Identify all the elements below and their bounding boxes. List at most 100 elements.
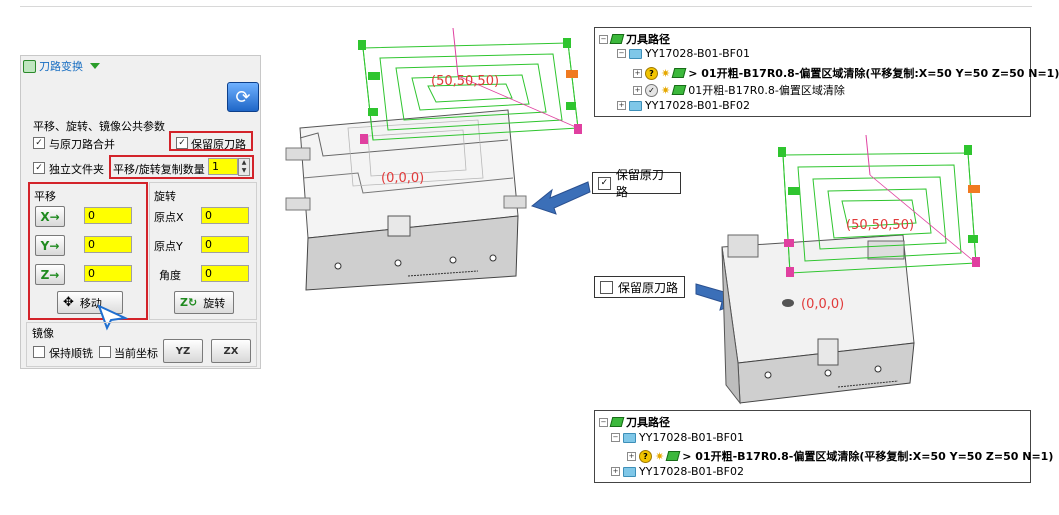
origin-coordinate-label: (0,0,0) (381, 171, 425, 186)
separate-folder-checkbox[interactable]: ✓ (33, 162, 45, 174)
expand-icon[interactable]: + (617, 101, 626, 110)
toolpath-tree-with-original: − 刀具路径 − YY17028-B01-BF01 + ? ✷ > 01开粗-B… (594, 27, 1059, 117)
toolpath-icon (665, 451, 681, 461)
mirror-heading: 镜像 (32, 327, 54, 340)
move-label: 移动 (79, 296, 102, 310)
toolpath-icon (671, 68, 687, 78)
y-arrow-icon: Y→ (40, 238, 60, 253)
folder-label: YY17028-B01-BF01 (639, 431, 744, 444)
checkmark-icon: ✓ (645, 83, 658, 97)
expand-icon[interactable]: + (633, 85, 642, 95)
callout-label: 保留原刀路 (618, 280, 679, 295)
tree-root[interactable]: − 刀具路径 (599, 31, 670, 47)
tree-root-label: 刀具路径 (626, 416, 670, 429)
callout-label: 保留原刀路 (615, 168, 664, 199)
collapse-icon[interactable]: − (599, 34, 608, 44)
origin-x-input[interactable]: 0 (201, 207, 249, 224)
keep-climb-label: 保持顺铣 (49, 347, 93, 360)
tree-item-moved-toolpath[interactable]: + ? ✷ > 01开粗-B17R0.8-偏置区域清除(平移复制:X=50 Y=… (627, 448, 1053, 464)
keep-original-highlight (169, 131, 253, 151)
chevron-down-icon[interactable] (90, 63, 100, 69)
toolpath-label: > 01开粗-B17R0.8-偏置区域清除(平移复制:X=50 Y=50 Z=5… (688, 67, 1059, 80)
panel-title: 刀路变换 (39, 60, 83, 73)
bottom-moved-coordinate-label: (50,50,50) (846, 218, 915, 233)
toolpath-icon (671, 85, 687, 95)
copy-count-label: 平移/旋转复制数量 (113, 163, 205, 176)
tree-folder-bf01[interactable]: − YY17028-B01-BF01 (617, 47, 750, 60)
panel-header[interactable]: 刀路变换 (23, 58, 100, 74)
expand-icon[interactable]: + (633, 68, 642, 78)
top-divider (20, 6, 1032, 7)
tree-item-original-toolpath[interactable]: + ✓ ✷ 01开粗-B17R0.8-偏置区域清除 (633, 82, 845, 98)
mirror-yz-icon: YZ (175, 345, 191, 357)
expand-icon[interactable]: + (611, 467, 620, 476)
tree-folder-bf02[interactable]: + YY17028-B01-BF02 (617, 99, 750, 112)
translate-y-input[interactable]: 0 (84, 236, 132, 253)
question-icon: ? (645, 66, 658, 80)
light-icon: ✷ (655, 449, 665, 463)
folder-icon (629, 48, 642, 59)
current-coord-checkbox[interactable] (99, 346, 111, 358)
mirror-zx-button[interactable]: ZX (211, 339, 251, 363)
copy-count-highlight (109, 155, 254, 179)
tree-folder-bf02[interactable]: + YY17028-B01-BF02 (611, 465, 744, 478)
bottom-origin-coordinate-label: (0,0,0) (801, 297, 845, 312)
folder-label: YY17028-B01-BF01 (645, 47, 750, 60)
origin-y-input[interactable]: 0 (201, 236, 249, 253)
translate-y-button[interactable]: Y→ (35, 235, 65, 256)
move-icon: ✥ (63, 295, 74, 310)
refresh-button[interactable]: ⟳ (227, 82, 259, 112)
part-without-original-toolpath-illustration (721, 134, 980, 405)
expand-icon[interactable]: + (627, 451, 636, 461)
move-button[interactable]: ✥ 移动 (57, 291, 123, 314)
tree-root[interactable]: − 刀具路径 (599, 414, 670, 430)
translate-z-button[interactable]: Z→ (35, 264, 65, 285)
angle-input[interactable]: 0 (201, 265, 249, 282)
translate-z-input[interactable]: 0 (84, 265, 132, 282)
tree-item-moved-toolpath[interactable]: + ? ✷ > 01开粗-B17R0.8-偏置区域清除(平移复制:X=50 Y=… (633, 65, 1059, 81)
translate-x-button[interactable]: X→ (35, 206, 65, 227)
copy-count-spinner[interactable]: ▲▼ (238, 158, 250, 176)
callout-checkbox-checked: ✓ (598, 176, 611, 190)
collapse-icon[interactable]: − (617, 49, 626, 58)
angle-label: 角度 (159, 269, 181, 282)
toolpath-label: 01开粗-B17R0.8-偏置区域清除 (688, 84, 845, 97)
tree-folder-bf01[interactable]: − YY17028-B01-BF01 (611, 431, 744, 444)
collapse-icon[interactable]: − (611, 433, 620, 442)
tree-root-label: 刀具路径 (626, 33, 670, 46)
rotate-button[interactable]: Z↻ 旋转 (174, 291, 234, 314)
mirror-yz-button[interactable]: YZ (163, 339, 203, 363)
refresh-icon: ⟳ (235, 86, 251, 108)
origin-y-label: 原点Y (154, 240, 183, 253)
rotate-label: 旋转 (203, 296, 226, 310)
translate-heading: 平移 (34, 190, 56, 203)
merge-label: 与原刀路合并 (49, 138, 115, 151)
current-coord-label: 当前坐标 (114, 347, 158, 360)
mirror-group (26, 322, 257, 367)
common-params-heading: 平移、旋转、镜像公共参数 (33, 120, 165, 133)
separate-folder-label: 独立文件夹 (49, 163, 104, 176)
light-icon: ✷ (661, 83, 671, 97)
rotate-group (149, 182, 257, 320)
toolpath-transform-panel: 刀路变换 ⟳ 平移、旋转、镜像公共参数 ✓ 与原刀路合并 ✓ 保留原刀路 ✓ 独… (20, 55, 261, 369)
no-keep-original-callout: 保留原刀路 (594, 276, 685, 298)
toolpath-root-icon (609, 34, 625, 44)
transform-icon (23, 59, 36, 73)
translate-highlight (28, 182, 148, 320)
translate-x-input[interactable]: 0 (84, 207, 132, 224)
rotate-icon: Z↻ (180, 296, 198, 309)
rotate-heading: 旋转 (154, 190, 176, 203)
toolpath-tree-without-original: − 刀具路径 − YY17028-B01-BF01 + ? ✷ > 01开粗-B… (594, 410, 1053, 483)
question-icon: ? (639, 449, 652, 463)
folder-icon (623, 466, 636, 477)
keep-climb-checkbox[interactable] (33, 346, 45, 358)
blue-arrow-left-icon (530, 181, 591, 215)
part-with-kept-toolpath-illustration (285, 27, 582, 291)
folder-label: YY17028-B01-BF02 (645, 99, 750, 112)
toolpath-root-icon (609, 417, 625, 427)
keep-original-checkbox[interactable]: ✓ (176, 137, 188, 149)
collapse-icon[interactable]: − (599, 417, 608, 427)
callout-checkbox-unchecked (600, 280, 613, 294)
copy-count-input[interactable]: 1 (208, 158, 238, 175)
merge-checkbox[interactable]: ✓ (33, 137, 45, 149)
